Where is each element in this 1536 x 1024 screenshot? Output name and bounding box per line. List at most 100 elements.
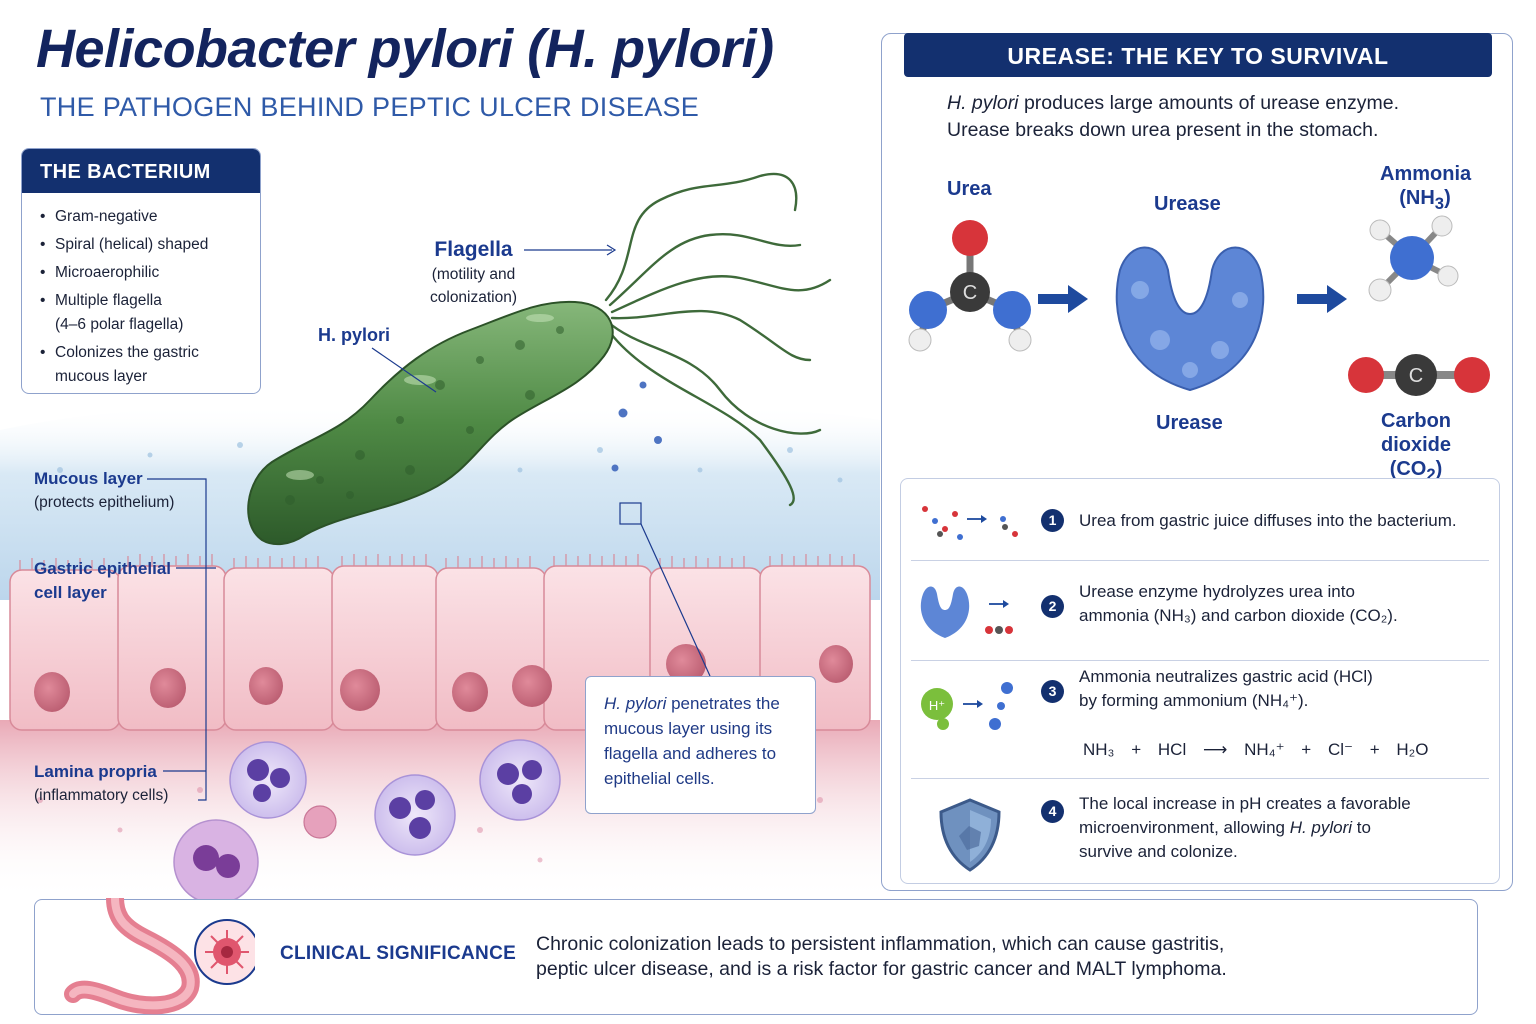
step-2-line2: ammonia (NH₃) and carbon dioxide (CO₂). (1079, 606, 1398, 625)
step-4-line1: The local increase in pH creates a favor… (1079, 794, 1411, 813)
step-1-number: 1 (1041, 509, 1064, 532)
clinical-line2: peptic ulcer disease, and is a risk fact… (536, 958, 1227, 980)
acid-neutralization-icon: H⁺ (921, 682, 1013, 730)
co2-carbon-symbol: C (1409, 365, 1423, 387)
step-4-line2b: to (1352, 818, 1371, 837)
epithelial-label-line1: Gastric epithelial (34, 559, 171, 578)
urease-steps-box: 1 Urea from gastric juice diffuses into … (900, 478, 1500, 884)
eq-term: + (1301, 740, 1312, 759)
colonizes-item-line1: Colonizes the gastric (55, 344, 199, 361)
epithelial-label: Gastric epithelial cell layer (34, 557, 171, 605)
clinical-significance-box: CLINICAL SIGNIFICANCE Chronic colonizati… (34, 898, 1478, 1015)
lamina-label-title: Lamina propria (34, 762, 157, 781)
penetration-line1: penetrates the (666, 694, 780, 713)
step-divider (911, 560, 1489, 561)
co2-formula: (CO (1389, 458, 1427, 480)
step-3-line1: Ammonia neutralizes gastric acid (HCl) (1079, 667, 1373, 686)
penetration-line4: epithelial cells. (604, 769, 715, 788)
penetration-line2: mucous layer using its (604, 719, 773, 738)
eq-term: Cl⁻ (1327, 740, 1353, 759)
clinical-text: Chronic colonization leads to persistent… (536, 932, 1227, 982)
urease-intro-line2: Urease breaks down urea present in the s… (947, 119, 1379, 141)
bacterium-item-colonizes: Colonizes the gastric mucous layer (40, 341, 252, 389)
lamina-label: Lamina propria (inflammatory cells) (34, 760, 168, 807)
step-divider (911, 778, 1489, 779)
flagella-desc-2: colonization) (430, 289, 518, 306)
co2-molecule-icon: C (1348, 354, 1490, 396)
neutralization-equation: NH₃ + HCl ⟶ NH₄⁺ + Cl⁻ + H₂O (1083, 740, 1441, 760)
flagella-item-line1: Multiple flagella (55, 292, 162, 309)
co2-label: Carbon dioxide (CO2) (1380, 410, 1451, 484)
h-pylori-label: H. pylori (318, 325, 391, 345)
urease-top-label: Urease (1154, 193, 1221, 215)
mucous-label: Mucous layer (protects epithelium) (34, 467, 174, 514)
urease-bottom-label: Urease (1156, 412, 1223, 434)
stomach-lining-illustration (0, 172, 880, 900)
penetration-callout: H. pylori penetrates the mucous layer us… (585, 676, 816, 814)
step-4-text: The local increase in pH creates a favor… (1079, 792, 1411, 864)
urease-intro-italic: H. pylori (947, 92, 1019, 114)
flagella-item-line2: (4–6 polar flagella) (55, 316, 184, 333)
step-divider (911, 660, 1489, 661)
flagella-label: Flagella (motility and colonization) (430, 238, 517, 309)
hydrogen-ion-symbol: H⁺ (929, 698, 945, 713)
bacterium-item-shape: Spiral (helical) shaped (40, 233, 252, 257)
ammonia-molecule-icon (1368, 215, 1459, 302)
mucous-label-desc: (protects epithelium) (34, 494, 175, 511)
shield-icon (939, 798, 1001, 872)
eq-term: NH₃ (1083, 740, 1115, 759)
bacterium-item-microaerophilic: Microaerophilic (40, 261, 252, 285)
ammonia-formula: (NH (1399, 187, 1435, 209)
bacterium-item-gram: Gram-negative (40, 205, 252, 229)
bacterium-header: THE BACTERIUM (22, 149, 260, 193)
co2-sub: 2 (1426, 465, 1436, 484)
urea-carbon-symbol: C (963, 282, 977, 304)
page-title: Helicobacter pylori (H. pylori) (36, 19, 774, 79)
arrow-urea-to-urease-icon (1038, 285, 1088, 313)
epithelial-label-line2: cell layer (34, 583, 107, 602)
eq-term: + (1369, 740, 1380, 759)
eq-term: H₂O (1396, 740, 1429, 759)
flagella-label-title: Flagella (434, 238, 513, 261)
mucous-label-title: Mucous layer (34, 469, 143, 488)
step-4-italic: H. pylori (1289, 818, 1353, 837)
urease-intro: H. pylori produces large amounts of urea… (947, 90, 1399, 144)
urease-header: UREASE: THE KEY TO SURVIVAL (904, 33, 1492, 77)
ammonia-name: Ammonia (1380, 163, 1472, 185)
colonizes-item-line2: mucous layer (55, 368, 148, 385)
urease-enzyme-icon (1115, 246, 1265, 392)
step-4-number: 4 (1041, 800, 1064, 823)
step-2-line1: Urease enzyme hydrolyzes urea into (1079, 582, 1355, 601)
ammonia-sub: 3 (1434, 194, 1445, 213)
bacterium-info-box: THE BACTERIUM Gram-negative Spiral (heli… (21, 148, 261, 394)
bacterium-list: Gram-negative Spiral (helical) shaped Mi… (22, 193, 260, 389)
stomach-icon (64, 898, 255, 1015)
step-4-line2a: microenvironment, allowing (1079, 818, 1290, 837)
ammonia-label: Ammonia (NH3) (1380, 163, 1472, 213)
step-4-line3: survive and colonize. (1079, 842, 1238, 861)
step-2-number: 2 (1041, 595, 1064, 618)
urease-intro-line1: produces large amounts of urease enzyme. (1018, 92, 1399, 114)
penetration-line3: flagella and adheres to (604, 744, 777, 763)
eq-arrow: ⟶ (1202, 740, 1228, 759)
penetration-italic: H. pylori (604, 694, 667, 713)
step-3-number: 3 (1041, 680, 1064, 703)
urea-label: Urea (947, 178, 992, 200)
lamina-label-desc: (inflammatory cells) (34, 787, 169, 804)
arrow-urease-to-products-icon (1297, 285, 1347, 313)
eq-term: HCl (1157, 740, 1187, 759)
clinical-title: CLINICAL SIGNIFICANCE (280, 943, 517, 964)
urea-molecule-icon: C (908, 220, 1032, 352)
bacterium-item-flagella: Multiple flagella (4–6 polar flagella) (40, 289, 252, 337)
co2-name: Carbon dioxide (1380, 410, 1451, 456)
flagella-desc-1: (motility and (431, 266, 516, 283)
clinical-line1: Chronic colonization leads to persistent… (536, 933, 1225, 955)
step-3-text: Ammonia neutralizes gastric acid (HCl) b… (1079, 665, 1373, 713)
page-subtitle: THE PATHOGEN BEHIND PEPTIC ULCER DISEASE (40, 92, 700, 122)
step-1-text: Urea from gastric juice diffuses into th… (1079, 511, 1457, 530)
step-2-text: Urease enzyme hydrolyzes urea into ammon… (1079, 580, 1398, 628)
step-3-line2: by forming ammonium (NH₄⁺). (1079, 691, 1309, 710)
urea-diffusion-icon (922, 506, 1018, 540)
eq-term: NH₄⁺ (1244, 740, 1285, 759)
urease-hydrolysis-icon (920, 586, 1013, 638)
